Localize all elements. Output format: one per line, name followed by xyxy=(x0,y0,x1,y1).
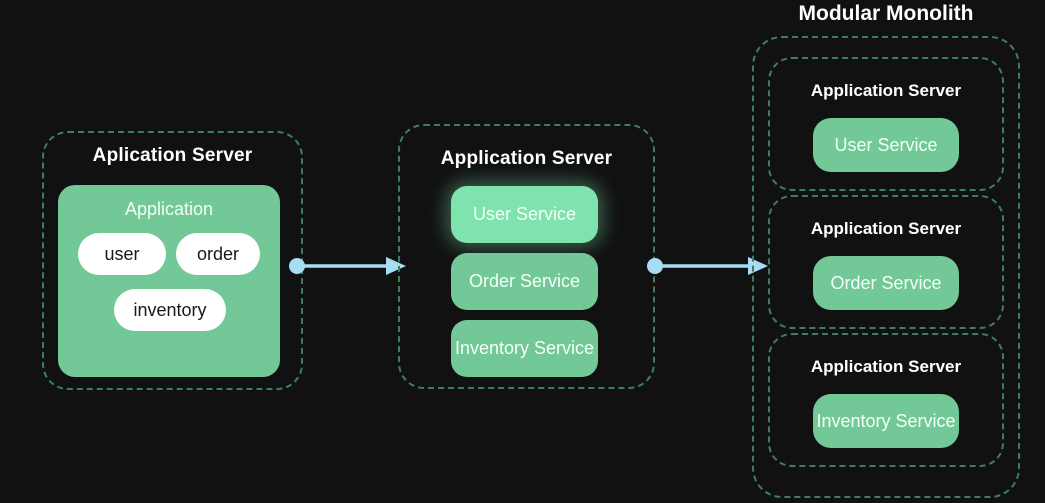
modular-group-3-title: Application Server xyxy=(810,357,962,376)
panel-services-server xyxy=(398,124,655,389)
modular-group-2 xyxy=(768,195,1004,329)
modular-service-pill-inventory[interactable]: Inventory Service xyxy=(813,394,959,448)
panel-monolith-title: Aplication Server xyxy=(92,145,253,166)
arrow-monolith-to-services xyxy=(289,257,406,275)
module-pill-inventory[interactable]: inventory xyxy=(114,289,226,331)
application-block-title: Application xyxy=(124,199,214,219)
panel-services-title: Application Server xyxy=(440,148,613,169)
modular-group-1-title: Application Server xyxy=(810,81,962,100)
modular-monolith-title: Modular Monolith xyxy=(798,2,974,25)
service-pill-user[interactable]: User Service xyxy=(451,186,598,243)
module-pill-order[interactable]: order xyxy=(176,233,260,275)
modular-service-pill-user[interactable]: User Service xyxy=(813,118,959,172)
arrow-services-to-modular xyxy=(647,257,768,275)
service-pill-inventory[interactable]: Inventory Service xyxy=(451,320,598,377)
modular-monolith-boundary xyxy=(752,36,1020,498)
modular-group-1 xyxy=(768,57,1004,191)
application-block: Application user order inventory xyxy=(58,185,280,377)
module-pill-user[interactable]: user xyxy=(78,233,166,275)
modular-group-3 xyxy=(768,333,1004,467)
modular-group-2-title: Application Server xyxy=(810,219,962,238)
service-pill-order[interactable]: Order Service xyxy=(451,253,598,310)
modular-service-pill-order[interactable]: Order Service xyxy=(813,256,959,310)
